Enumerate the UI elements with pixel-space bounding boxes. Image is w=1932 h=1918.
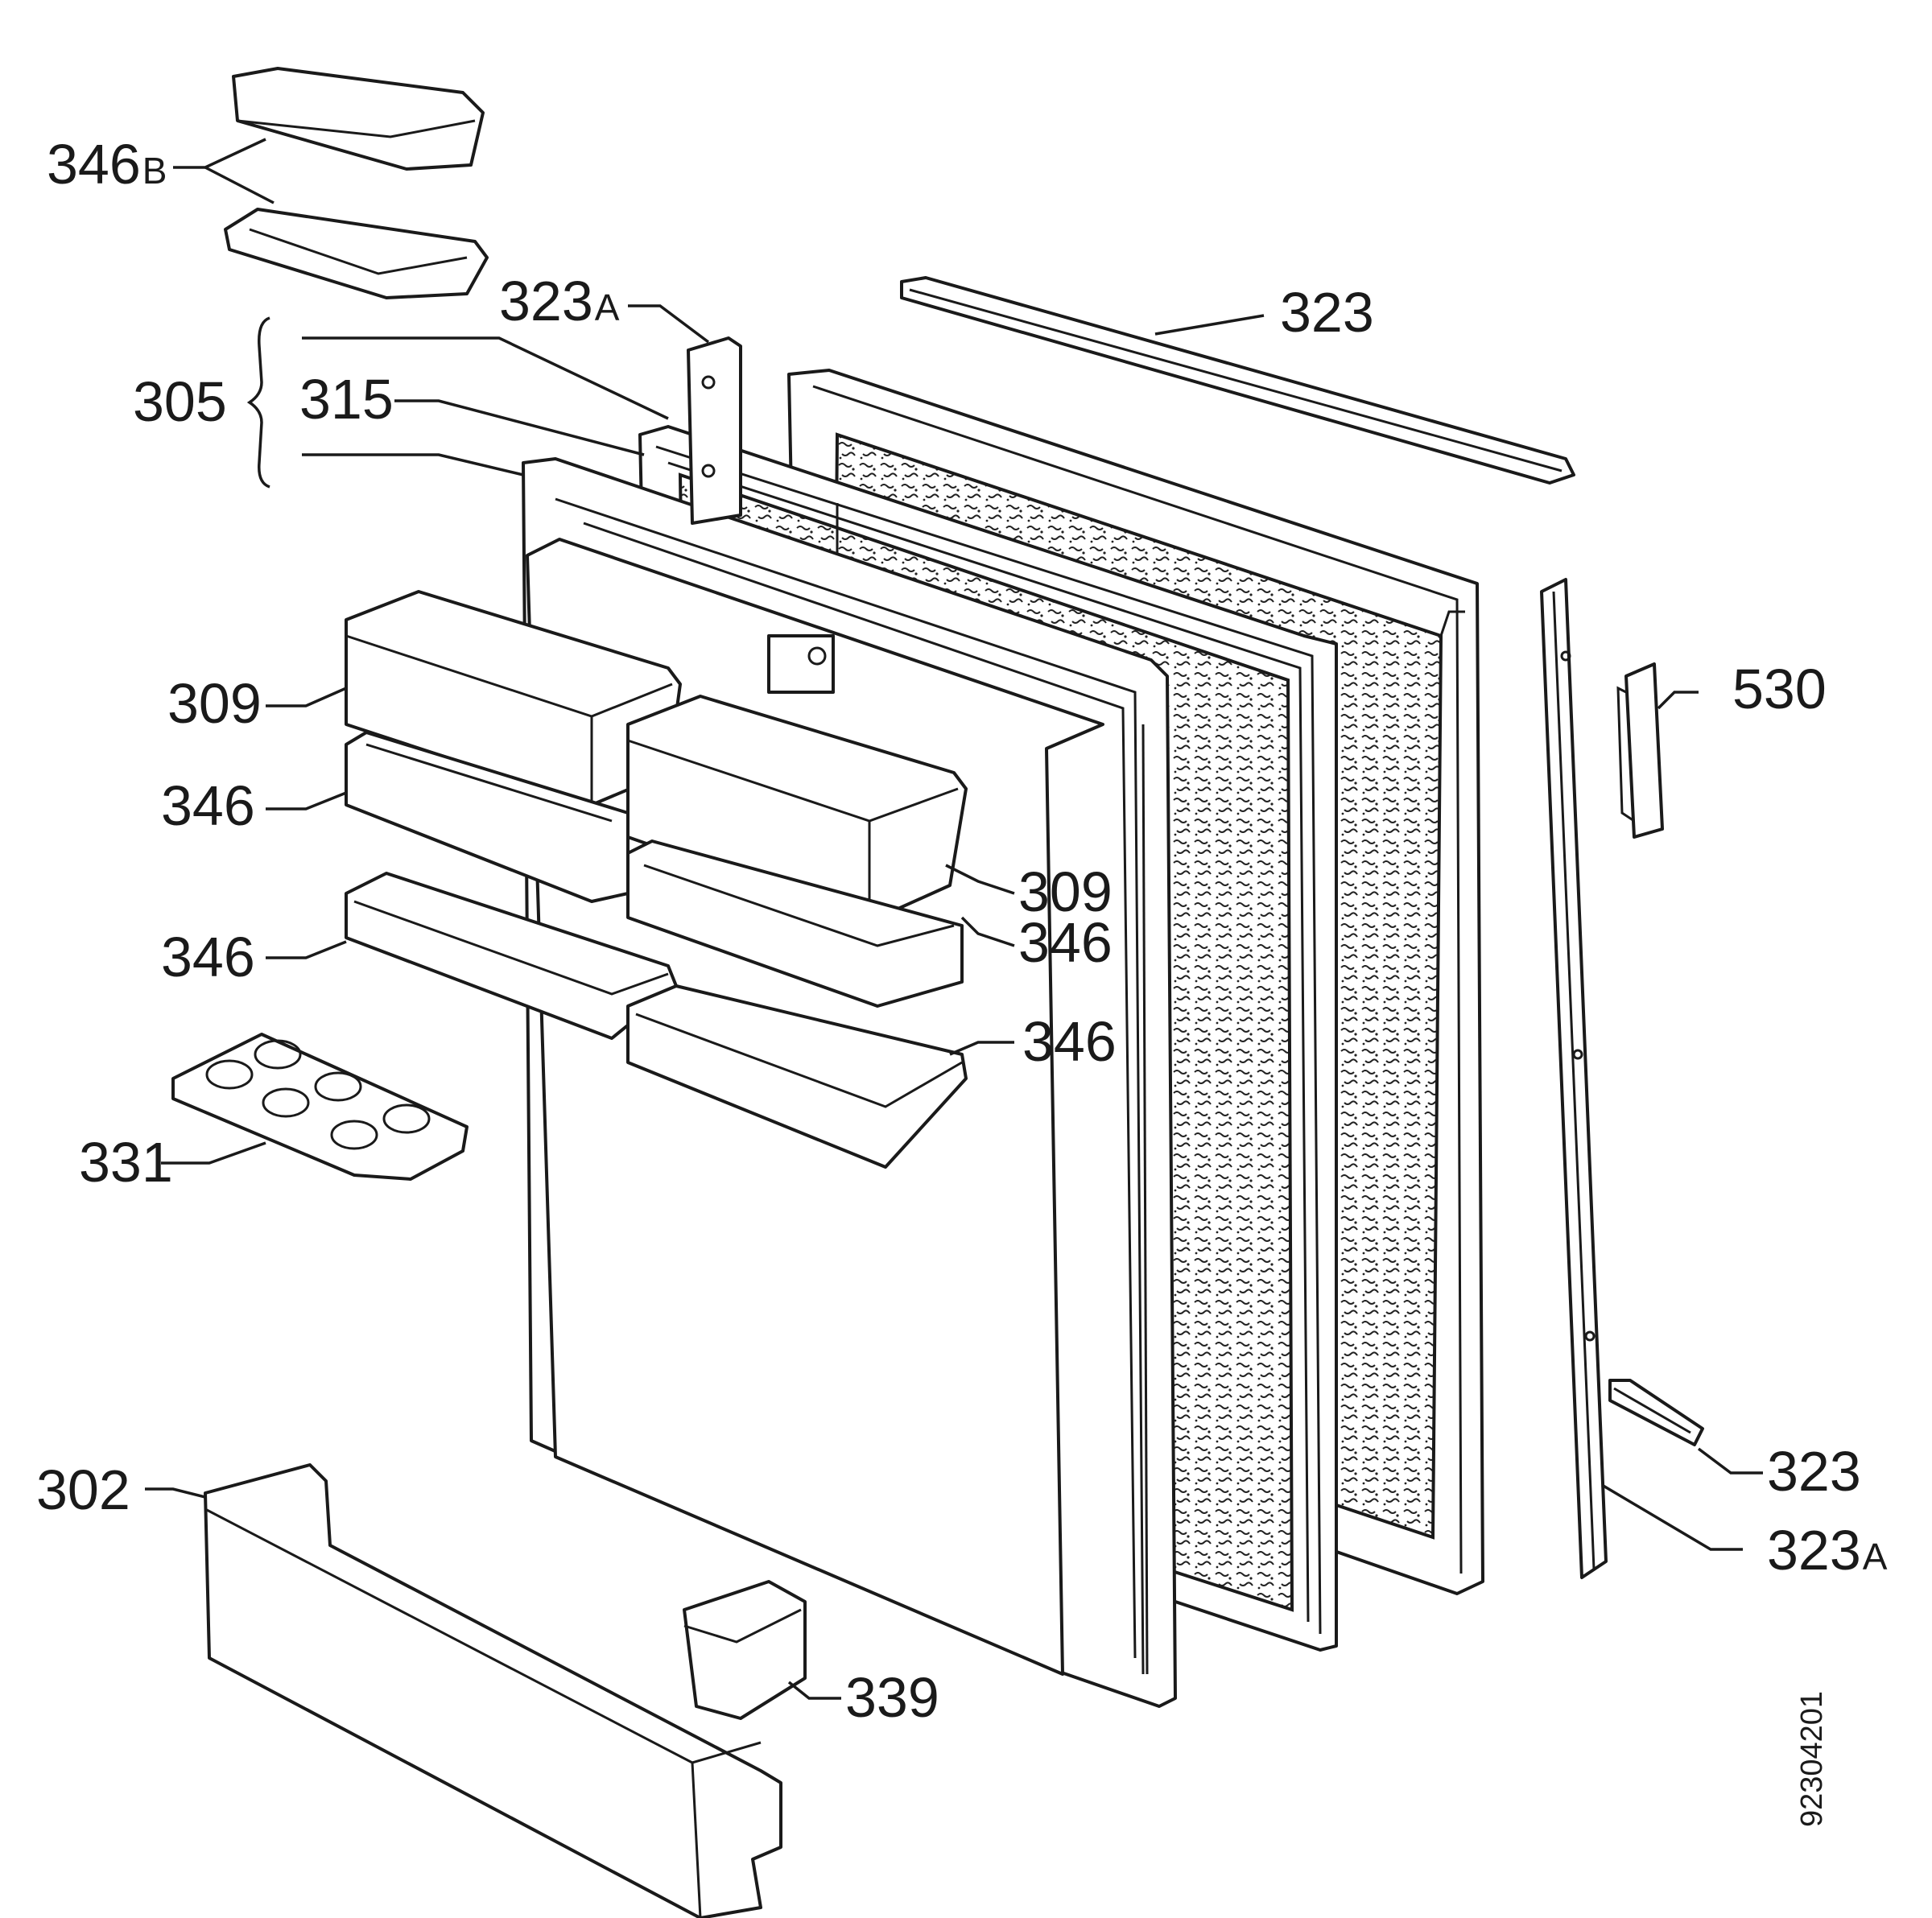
brace-305 <box>246 316 270 489</box>
part-530 <box>1616 662 1664 839</box>
leader-lines <box>145 138 1763 1700</box>
label-305: 305 <box>133 370 227 433</box>
tray-346-right-top <box>626 839 964 1008</box>
label-346-right-top: 346 <box>1018 911 1113 974</box>
bracket-323a-top <box>687 336 742 525</box>
butter-box-346b <box>224 67 489 299</box>
label-339: 339 <box>845 1666 939 1729</box>
drawing-reference-number: 92304201 <box>1795 1691 1829 1827</box>
label-323a-bottom: 323A <box>1767 1519 1888 1582</box>
label-346b: 346B <box>47 133 167 196</box>
tray-346-right-bottom <box>626 984 968 1169</box>
bottle-shelf-302 <box>204 1463 782 1918</box>
label-323a-top: 323A <box>499 270 620 332</box>
label-331: 331 <box>79 1131 173 1194</box>
bottom-rail-323 <box>1608 1379 1704 1446</box>
label-309-left: 309 <box>167 672 262 735</box>
label-302: 302 <box>36 1458 130 1521</box>
label-309-right: 309 <box>1018 860 1113 923</box>
label-530: 530 <box>1732 658 1827 720</box>
label-346-right-bottom: 346 <box>1022 1010 1117 1073</box>
bottle-retainer-339 <box>683 1580 807 1720</box>
egg-tray-331 <box>171 1033 469 1181</box>
label-323-bottom: 323 <box>1767 1440 1861 1503</box>
label-346-left-top: 346 <box>161 774 255 837</box>
label-346-left-bottom: 346 <box>161 926 255 988</box>
label-315: 315 <box>299 368 394 431</box>
vertical-strip-right <box>1540 578 1608 1579</box>
label-323-top: 323 <box>1280 281 1374 344</box>
top-rail-323 <box>900 276 1575 485</box>
